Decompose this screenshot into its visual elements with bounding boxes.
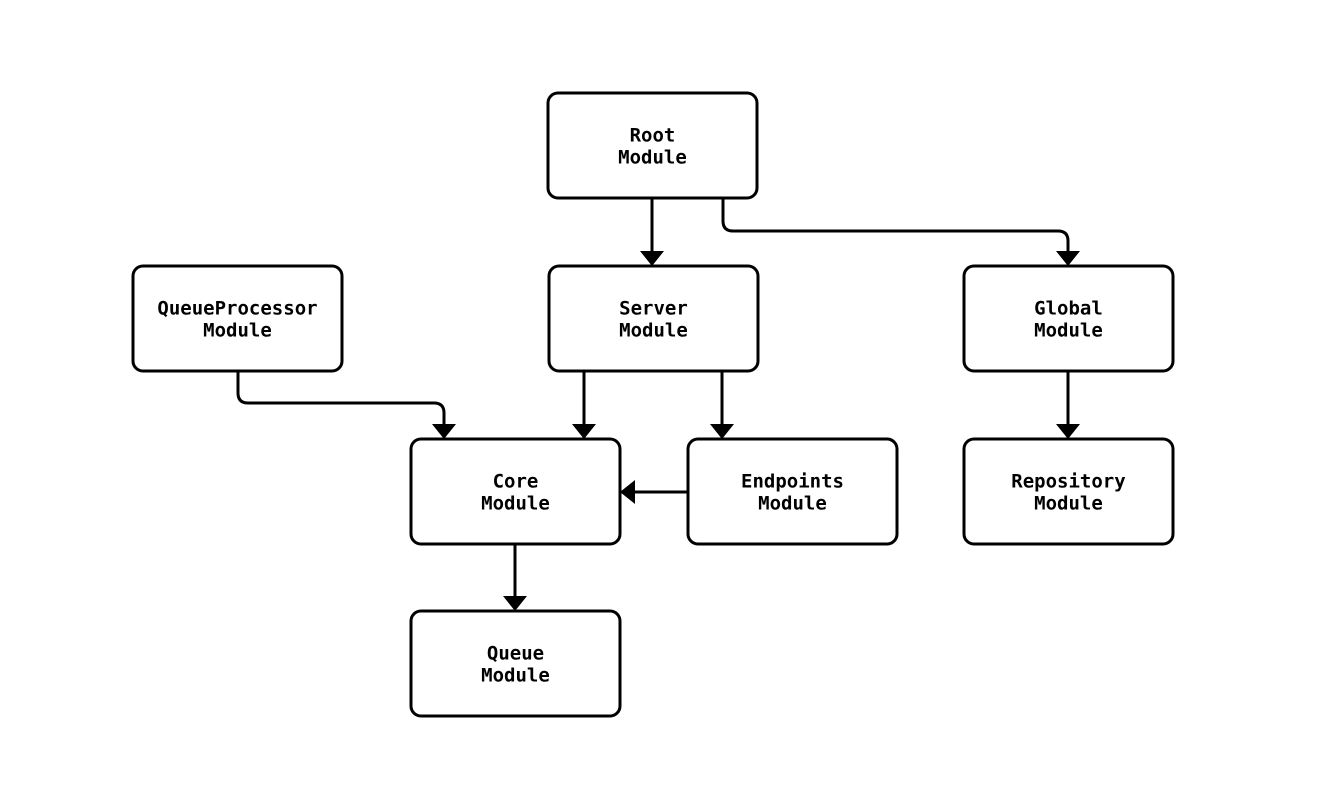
arrowhead-icon: [1056, 424, 1080, 439]
node-label-root-line2: Module: [618, 147, 687, 169]
arrowhead-icon: [432, 424, 456, 439]
node-box-core: [409, 437, 622, 546]
node-box-global: [962, 264, 1175, 373]
edge-line: [721, 198, 1070, 253]
node-label-root-line1: Root: [630, 125, 676, 147]
node-label-queue-line2: Module: [481, 665, 550, 687]
node-label-repository-line1: Repository: [1011, 471, 1125, 493]
edge-endpoints-to-core: [620, 480, 688, 504]
node-label-core-line1: Core: [493, 471, 539, 493]
edge-queue-processor-to-core: [236, 371, 456, 439]
node-box-server: [547, 264, 760, 373]
node-box-queue: [409, 609, 622, 718]
arrowhead-icon: [710, 424, 734, 439]
node-box-repository: [962, 437, 1175, 546]
node-label-endpoints-line1: Endpoints: [741, 471, 844, 493]
edge-core-to-queue: [503, 544, 527, 611]
arrowhead-icon: [640, 251, 664, 266]
node-label-global-line2: Module: [1034, 320, 1103, 342]
edge-global-to-repository: [1056, 371, 1080, 439]
arrowhead-icon: [620, 480, 635, 504]
node-label-queue-processor-line2: Module: [203, 320, 272, 342]
node-label-repository-line2: Module: [1034, 493, 1103, 515]
node-box-endpoints: [686, 437, 899, 546]
node-label-server-line1: Server: [619, 298, 688, 320]
node-label-queue-line1: Queue: [487, 643, 544, 665]
node-label-global-line1: Global: [1034, 298, 1103, 320]
edge-line: [236, 371, 446, 426]
arrowhead-icon: [1056, 251, 1080, 266]
arrowhead-icon: [503, 596, 527, 611]
node-label-core-line2: Module: [481, 493, 550, 515]
node-label-queue-processor-line1: QueueProcessor: [157, 298, 317, 320]
node-label-server-line2: Module: [619, 320, 688, 342]
edge-server-to-endpoints: [710, 371, 734, 439]
node-box-root: [546, 91, 759, 200]
node-box-queue-processor: [131, 264, 344, 373]
arrowhead-icon: [572, 424, 596, 439]
edge-root-to-global: [721, 198, 1080, 266]
edge-root-to-server: [640, 198, 664, 266]
edge-server-to-core: [572, 371, 596, 439]
node-label-endpoints-line2: Module: [758, 493, 827, 515]
